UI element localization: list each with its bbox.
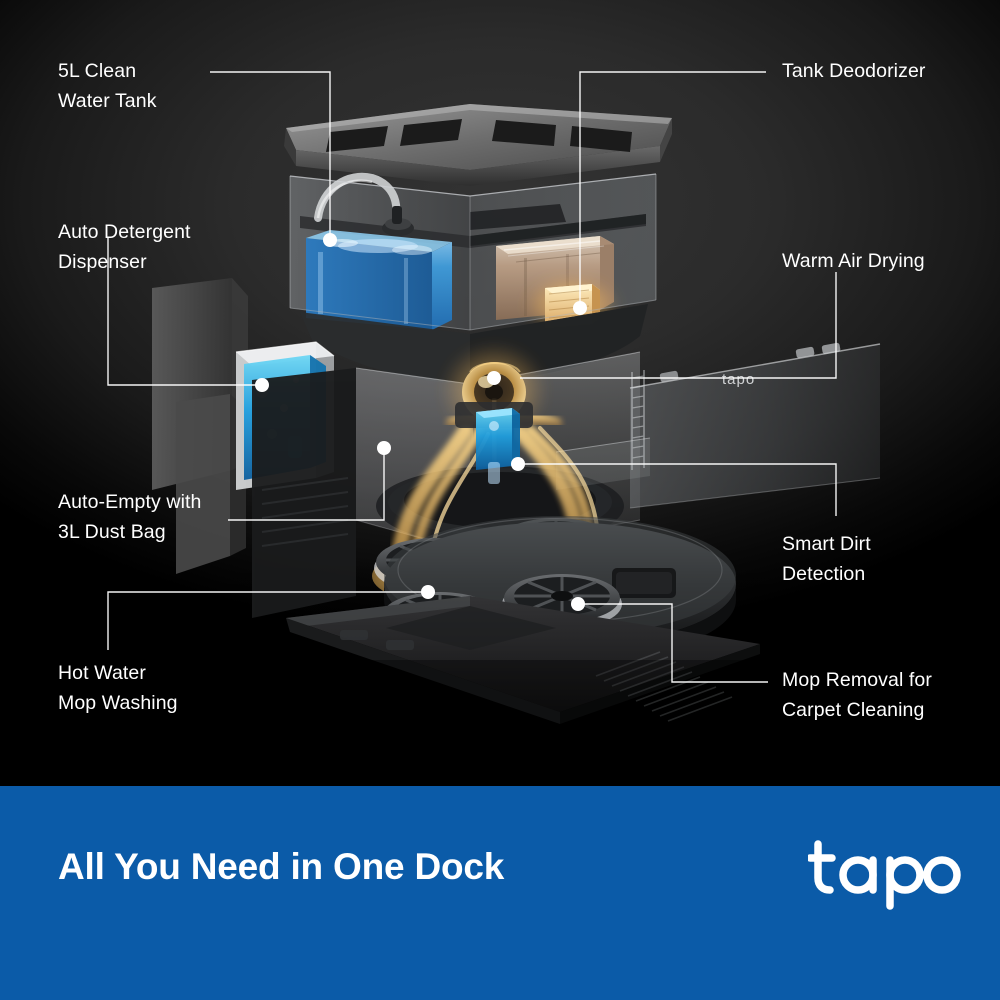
footer-headline: All You Need in One Dock [58, 846, 505, 887]
product-illustration: tapo [152, 104, 881, 724]
callout-label-hot-water-mop: Hot Water Mop Washing [58, 662, 178, 714]
marker-warm-air-drying [487, 371, 501, 385]
footer-banner: All You Need in One Dock [0, 786, 1000, 1000]
marker-auto-empty [377, 441, 391, 455]
callout-label-mop-removal: Mop Removal for Carpet Cleaning [782, 669, 932, 721]
dock-rear-column [252, 368, 356, 618]
callout-label-smart-dirt: Smart Dirt Detection [782, 533, 871, 585]
dock-side-panels [152, 278, 248, 574]
marker-mop-removal [571, 597, 585, 611]
clean-water-tank [306, 230, 452, 330]
marker-smart-dirt [511, 457, 525, 471]
callout-label-auto-empty: Auto-Empty with 3L Dust Bag [58, 491, 202, 543]
marker-clean-water-tank [323, 233, 337, 247]
callout-leader-lines [107, 71, 837, 683]
hero-section: tapo [0, 0, 1000, 786]
callout-label-auto-detergent: Auto Detergent Dispenser [58, 221, 191, 273]
callout-label-clean-water-tank: 5L Clean Water Tank [58, 60, 157, 112]
dock-base-ramp [286, 596, 760, 724]
smart-dirt-sensor [455, 402, 533, 484]
tapo-logo [808, 840, 961, 910]
marker-tank-deodorizer [573, 301, 587, 315]
tank-housing [289, 172, 657, 335]
marker-auto-detergent [255, 378, 269, 392]
callout-label-tank-deodorizer: Tank Deodorizer [782, 60, 926, 82]
svg-text:tapo: tapo [722, 371, 755, 388]
dock-lid [284, 104, 672, 186]
marker-hot-water-mop [421, 585, 435, 599]
callout-label-warm-air-drying: Warm Air Drying [782, 250, 925, 272]
